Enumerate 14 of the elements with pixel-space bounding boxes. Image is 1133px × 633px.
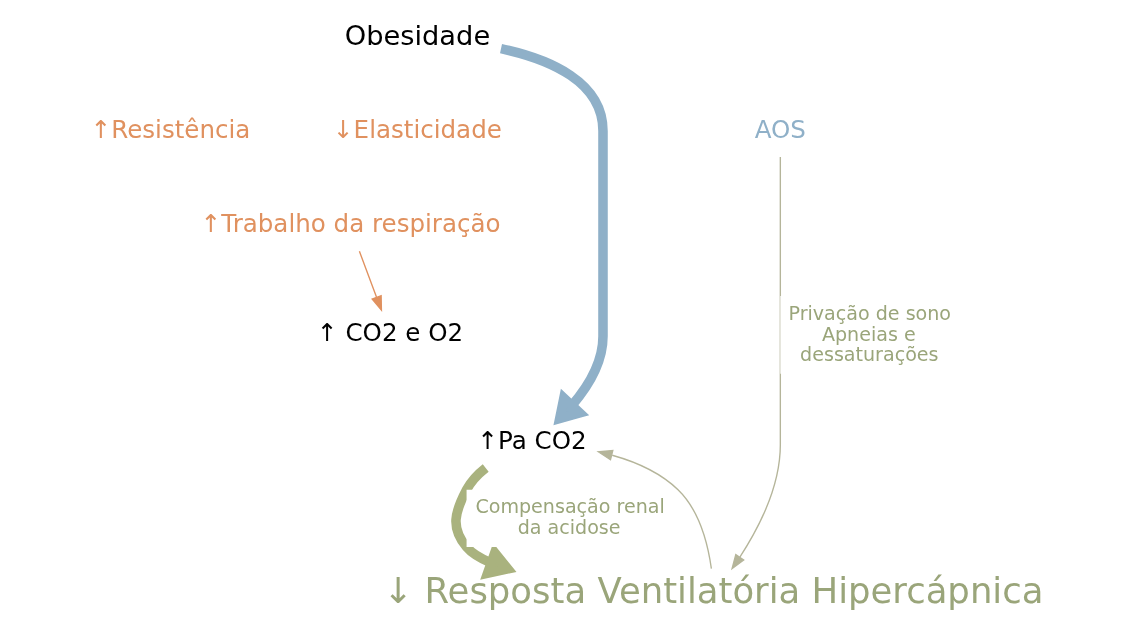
edge-label: Compensação renal da acidose (475, 495, 665, 539)
node-text: ↓ Resposta Ventilatória Hipercápnica (383, 569, 1044, 611)
arrow (358, 250, 383, 313)
node-text: Obesidade (344, 20, 491, 52)
arrow (596, 449, 713, 570)
node-text: ↓Elasticidade (333, 115, 502, 145)
node-text: AOS (754, 115, 806, 145)
arrow (451, 464, 517, 580)
node-text: ↑ CO2 e O2 (317, 317, 464, 347)
node-text: ↑Trabalho da respiração (200, 209, 501, 239)
node-text: ↑Pa CO2 (477, 426, 587, 456)
node-text: ↑Resistência (90, 115, 251, 145)
arrow (499, 44, 608, 426)
edge-label: Privação de sono Apneias e dessaturações (788, 302, 952, 367)
